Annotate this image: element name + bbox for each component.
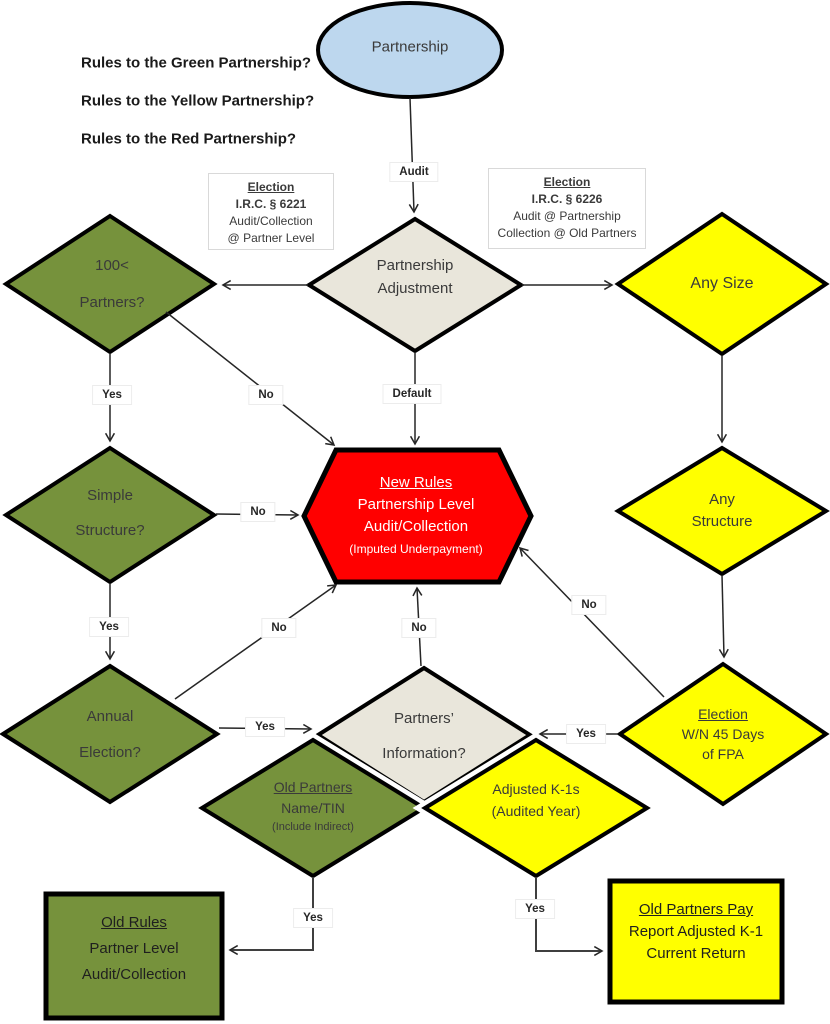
edge-anystructure-to-fpa [718, 574, 729, 659]
label-no-to-hexagon-topleft: No [248, 385, 284, 405]
partners-information-line2: Information? [382, 745, 466, 762]
any-size-label: Any Size [690, 275, 754, 292]
old-partners-line2: (Include Indirect) [272, 821, 354, 833]
label-yes-to-old-partners-pay: Yes [515, 899, 555, 919]
old-rules-line1: Partner Level [89, 940, 179, 957]
question-red-partnership: Rules to the Red Partnership? [81, 130, 297, 148]
any-structure-line2: Structure [691, 513, 753, 530]
partners-100-line1: 100< [95, 257, 129, 274]
label-no-from-simple: No [240, 502, 276, 522]
election-6226-line2: Collection @ Old Partners [497, 226, 637, 240]
old-rules-line2: Audit/Collection [81, 966, 187, 983]
partnership-adjustment-line1: Partnership [376, 257, 454, 274]
question-yellow-partnership: Rules to the Yellow Partnership? [81, 92, 315, 110]
partnership-adjustment-diamond [305, 216, 525, 354]
election-fpa-diamond [616, 661, 830, 807]
election-6226-box: Election I.R.C. § 6226 Audit @ Partnersh… [488, 168, 646, 249]
new-rules-line3: (Imputed Underpayment) [349, 542, 483, 556]
election-fpa-title: Election [698, 706, 748, 722]
partners-100-label: 100< Partners? [79, 247, 144, 321]
any-structure-diamond [614, 445, 830, 577]
annual-election-diamond [0, 663, 221, 805]
old-rules-title: Old Rules [101, 914, 167, 931]
any-structure-line1: Any [709, 491, 735, 508]
election-6221-line1: Audit/Collection [229, 214, 313, 228]
label-yes-to-simple: Yes [92, 385, 132, 405]
old-partners-title: Old Partners [273, 779, 353, 795]
any-size-diamond [614, 211, 830, 357]
old-partners-label: Old Partners Name/TIN (Include Indirect) [272, 777, 354, 835]
label-yes-to-annual: Yes [89, 617, 129, 637]
partnership-adjustment-label: Partnership Adjustment [377, 254, 454, 300]
election-6221-title: Election [247, 180, 295, 194]
annual-election-label: Annual Election? [79, 699, 141, 771]
annual-election-line1: Annual [86, 708, 134, 725]
label-no-from-annual: No [261, 618, 297, 638]
old-partners-pay-line1: Report Adjusted K-1 [628, 923, 764, 940]
old-partners-pay-rect [607, 878, 785, 1005]
partners-information-label: Partners’ Information? [382, 701, 465, 771]
edge-fpa-no-to-hexagon [518, 546, 665, 698]
election-6221-code: I.R.C. § 6221 [235, 197, 307, 211]
election-6226-code: I.R.C. § 6226 [531, 192, 603, 206]
label-no-from-fpa: No [571, 595, 607, 615]
partnership-label: Partnership [371, 38, 449, 56]
edge-100partners-no-to-hexagon [165, 311, 336, 446]
label-default: Default [382, 384, 442, 404]
old-partners-pay-label: Old Partners Pay Report Adjusted K-1 Cur… [629, 899, 763, 965]
label-no-from-information: No [401, 618, 437, 638]
any-structure-label: Any Structure [692, 489, 753, 533]
label-audit: Audit [389, 162, 439, 182]
old-partners-pay-line2: Current Return [646, 945, 746, 962]
label-yes-fpa-to-information: Yes [566, 724, 606, 744]
election-fpa-line1: W/N 45 Days [681, 726, 765, 742]
adjusted-k1s-diamond [421, 737, 651, 879]
adjusted-k1s-line2: (Audited Year) [491, 803, 581, 819]
simple-structure-diamond [2, 445, 218, 585]
adjusted-k1s-label: Adjusted K-1s (Audited Year) [492, 778, 581, 822]
old-rules-label: Old Rules Partner Level Audit/Collection [82, 910, 186, 988]
election-6226-title: Election [543, 175, 591, 189]
edge-annual-no-to-hexagon [174, 584, 338, 700]
simple-structure-label: Simple Structure? [75, 478, 144, 548]
election-fpa-line2: of FPA [702, 746, 744, 762]
simple-structure-line2: Structure? [75, 522, 145, 539]
old-partners-line1: Name/TIN [281, 800, 345, 816]
partnership-ellipse [316, 1, 504, 99]
new-rules-line2: Audit/Collection [363, 518, 469, 535]
new-rules-label: New Rules Partnership Level Audit/Collec… [349, 472, 482, 560]
old-rules-rect [43, 891, 225, 1021]
new-rules-hexagon [301, 447, 534, 585]
election-6226-line1: Audit @ Partnership [513, 209, 621, 223]
adjusted-k1s-line1: Adjusted K-1s [492, 781, 580, 797]
annual-election-line2: Election? [79, 744, 141, 761]
partners-100-line2: Partners? [79, 294, 145, 311]
partners-100-diamond [2, 213, 218, 355]
election-6221-line2: @ Partner Level [227, 231, 315, 245]
label-yes-to-old-rules: Yes [293, 908, 333, 928]
edge-oldpartners-yes-to-oldrules [228, 877, 314, 956]
edge-partnership-to-adjustment [408, 97, 419, 214]
old-partners-diamond [198, 737, 428, 879]
simple-structure-line1: Simple [87, 487, 133, 504]
partnership-adjustment-line2: Adjustment [377, 280, 453, 297]
election-6221-box: Election I.R.C. § 6221 Audit/Collection … [208, 173, 334, 250]
label-yes-annual-to-information: Yes [245, 717, 285, 737]
old-partners-pay-title: Old Partners Pay [638, 901, 754, 918]
partners-information-line1: Partners’ [393, 710, 455, 727]
new-rules-title: New Rules [379, 474, 453, 491]
election-fpa-label: Election W/N 45 Days of FPA [682, 704, 764, 764]
new-rules-line1: Partnership Level [357, 496, 475, 513]
question-green-partnership: Rules to the Green Partnership? [81, 54, 312, 72]
